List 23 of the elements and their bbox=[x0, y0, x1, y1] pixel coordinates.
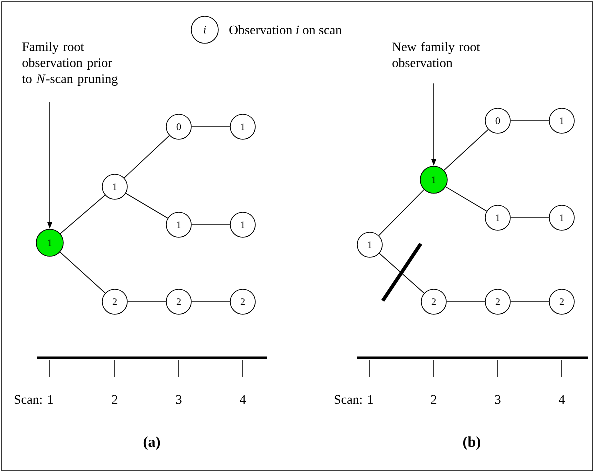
tick-label: 3 bbox=[495, 395, 501, 404]
annotation-text: New family root observation bbox=[392, 42, 480, 68]
connector-line bbox=[378, 189, 425, 236]
connector-line bbox=[124, 135, 170, 179]
connector-line bbox=[446, 186, 488, 212]
connector-line bbox=[192, 224, 230, 226]
panel-label: (a) bbox=[144, 436, 160, 450]
tick-label: 2 bbox=[112, 395, 118, 404]
scan-label: Scan: 1 bbox=[334, 395, 374, 404]
annotation-text: Family root observation prior to N-scan pruning bbox=[22, 42, 118, 86]
scan-label: Scan: 1 bbox=[14, 395, 54, 404]
connector-line bbox=[444, 129, 489, 171]
connector-line bbox=[60, 252, 106, 294]
panel-label: (b) bbox=[464, 436, 480, 450]
tick-label: 4 bbox=[559, 395, 566, 404]
connector-line bbox=[192, 126, 230, 128]
tick-label: 4 bbox=[240, 395, 246, 404]
connector-line bbox=[126, 193, 168, 219]
tick-label: 2 bbox=[431, 395, 437, 404]
connector-line bbox=[510, 120, 550, 122]
tick-label: 3 bbox=[176, 395, 182, 404]
connector-line bbox=[60, 195, 106, 234]
connector-line bbox=[379, 253, 425, 294]
